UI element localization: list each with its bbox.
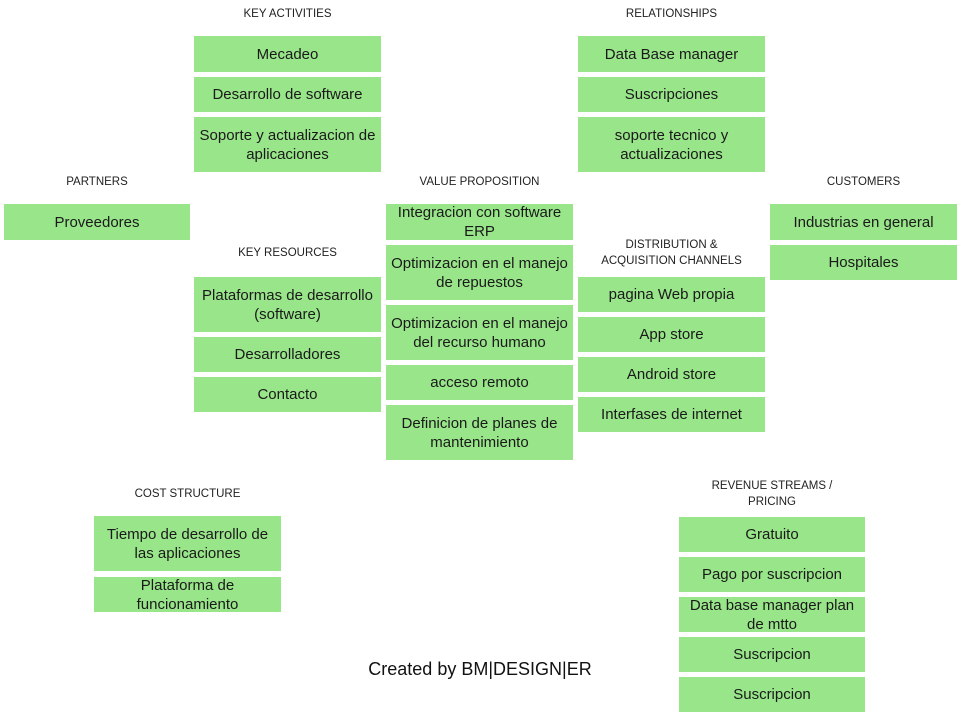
relationship-box: soporte tecnico y actualizaciones	[578, 117, 765, 172]
key-activity-box: Mecadeo	[194, 36, 381, 72]
cost-structure-box: Plataforma de funcionamiento	[94, 577, 281, 613]
partner-box: Proveedores	[4, 204, 190, 240]
cost-structure-header: COST STRUCTURE	[134, 488, 241, 500]
revenue-stream-box: Suscripcion	[679, 637, 865, 672]
value-proposition-box: acceso remoto	[386, 365, 573, 400]
revenue-streams-header: REVENUE STREAMS / PRICING	[711, 480, 833, 508]
revenue-stream-box: Suscripcion	[679, 677, 865, 712]
value-proposition-box: Optimizacion en el manejo del recurso hu…	[386, 305, 573, 360]
value-proposition-box: Optimizacion en el manejo de repuestos	[386, 245, 573, 300]
relationships-header: RELATIONSHIPS	[625, 8, 718, 20]
revenue-stream-box: Pago por suscripcion	[679, 557, 865, 592]
value-proposition-box: Definicion de planes de mantenimiento	[386, 405, 573, 460]
partners-header: PARTNERS	[66, 176, 128, 188]
key-resources-header: KEY RESOURCES	[238, 247, 337, 259]
footer-credit: Created by BM|DESIGN|ER	[368, 659, 592, 679]
relationship-box: Data Base manager	[578, 36, 765, 72]
cost-structure-box: Tiempo de desarrollo de las aplicaciones	[94, 516, 281, 571]
key-activity-box: Desarrollo de software	[194, 77, 381, 112]
distribution-channel-box: pagina Web propia	[578, 277, 765, 312]
relationship-box: Suscripciones	[578, 77, 765, 112]
distribution-channel-box: App store	[578, 317, 765, 352]
key-activities-header: KEY ACTIVITIES	[243, 8, 332, 20]
distribution-channel-box: Interfases de internet	[578, 397, 765, 432]
revenue-stream-box: Gratuito	[679, 517, 865, 552]
key-resource-box: Desarrolladores	[194, 337, 381, 372]
customer-box: Industrias en general	[770, 204, 957, 240]
key-resource-box: Contacto	[194, 377, 381, 412]
key-activity-box: Soporte y actualizacion de aplicaciones	[194, 117, 381, 172]
value-proposition-header: VALUE PROPOSITION	[419, 176, 540, 188]
key-resource-box: Plataformas de desarrollo (software)	[194, 277, 381, 332]
customers-header: CUSTOMERS	[826, 176, 901, 188]
revenue-stream-box: Data base manager plan de mtto	[679, 597, 865, 633]
value-proposition-box: Integracion con software ERP	[386, 204, 573, 240]
distribution-header: DISTRIBUTION & ACQUISITION CHANNELS	[601, 239, 742, 267]
distribution-channel-box: Android store	[578, 357, 765, 392]
customer-box: Hospitales	[770, 245, 957, 280]
